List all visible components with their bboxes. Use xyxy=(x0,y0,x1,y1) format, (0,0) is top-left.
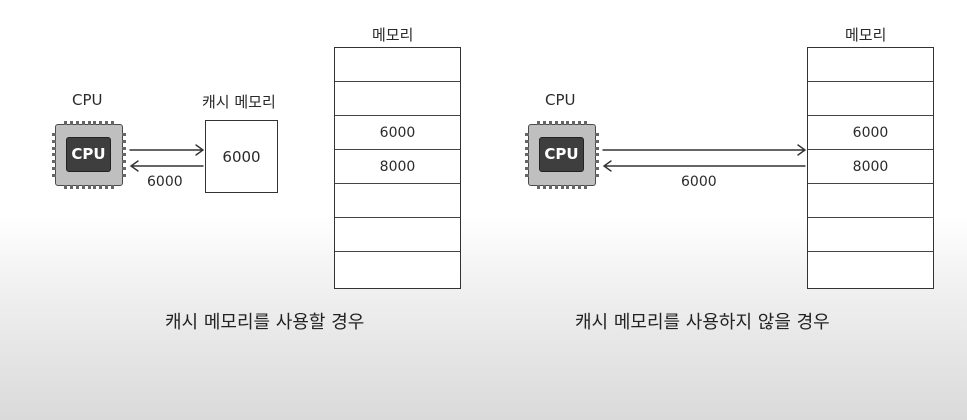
right-memory-block: 6000 8000 xyxy=(807,47,934,289)
right-request-arrow xyxy=(602,144,807,156)
right-memory-cell xyxy=(808,82,933,116)
right-memory-cell: 6000 xyxy=(808,116,933,150)
left-return-arrow xyxy=(129,160,204,172)
right-memory-cell xyxy=(808,48,933,82)
left-memory-block: 6000 8000 xyxy=(334,47,461,289)
right-cpu-chip-text: CPU xyxy=(539,137,584,172)
left-caption: 캐시 메모리를 사용할 경우 xyxy=(165,312,365,333)
left-memory-cell xyxy=(335,48,460,82)
left-cpu-chip-icon: CPU xyxy=(52,121,126,189)
left-cache-value: 6000 xyxy=(222,147,261,166)
left-cpu-label: CPU xyxy=(72,91,103,109)
left-memory-cell: 6000 xyxy=(335,116,460,150)
right-memory-cell xyxy=(808,218,933,252)
right-return-arrow-label: 6000 xyxy=(681,174,717,190)
left-cache-box: 6000 xyxy=(205,120,278,193)
left-cache-label: 캐시 메모리 xyxy=(202,93,276,111)
right-memory-cell: 8000 xyxy=(808,150,933,184)
right-cpu-chip-icon: CPU xyxy=(525,121,599,189)
right-return-arrow xyxy=(602,160,806,172)
left-memory-cell xyxy=(335,184,460,218)
left-memory-cell: 8000 xyxy=(335,150,460,184)
right-cpu-label: CPU xyxy=(545,91,576,109)
left-cpu-chip-text: CPU xyxy=(66,137,111,172)
right-memory-label: 메모리 xyxy=(845,26,887,44)
left-memory-cell xyxy=(335,218,460,252)
left-memory-label: 메모리 xyxy=(372,26,414,44)
right-memory-cell xyxy=(808,184,933,218)
left-memory-cell xyxy=(335,82,460,116)
left-return-arrow-label: 6000 xyxy=(147,174,183,190)
right-caption: 캐시 메모리를 사용하지 않을 경우 xyxy=(575,312,830,333)
left-request-arrow xyxy=(129,144,205,156)
